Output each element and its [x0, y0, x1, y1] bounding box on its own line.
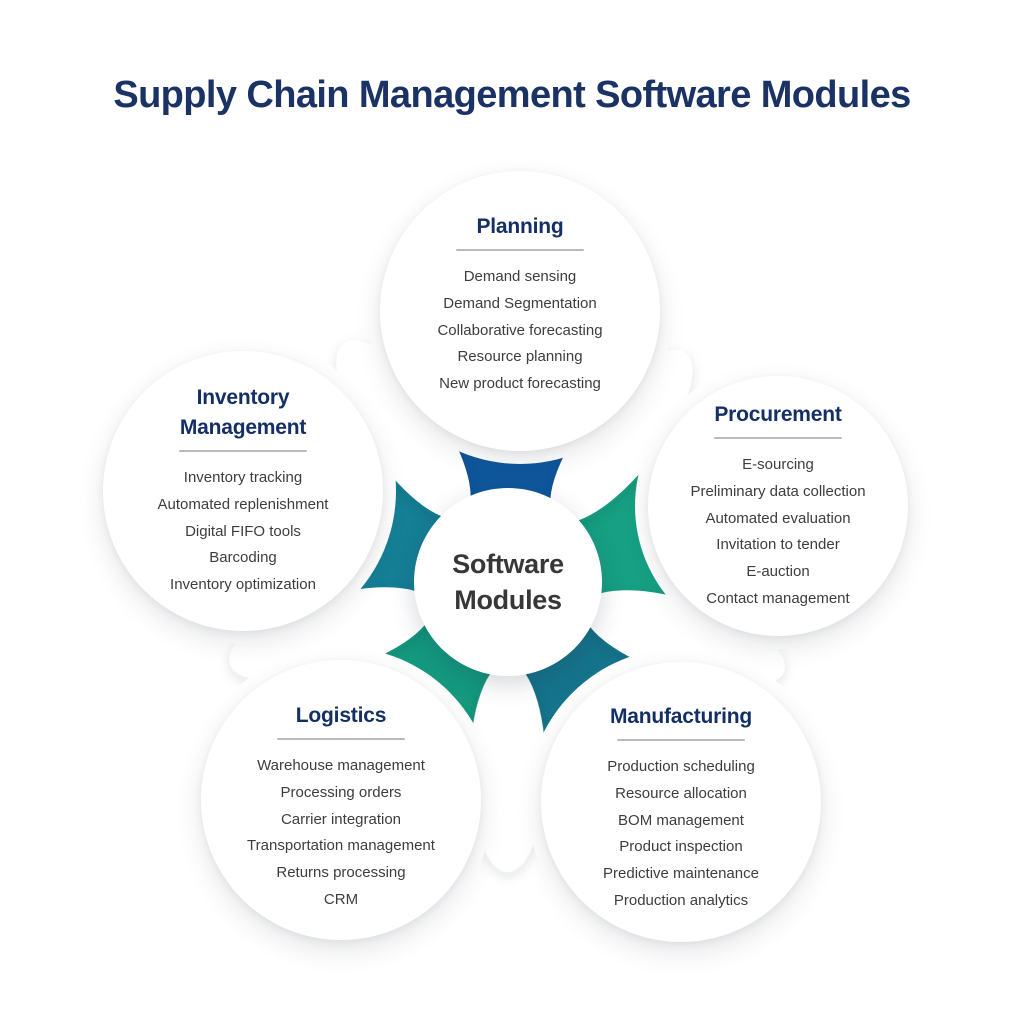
module-item: Predictive maintenance [603, 865, 759, 883]
module-item: Transportation management [247, 837, 435, 855]
module-circle-logistics: Logistics Warehouse management Processin… [201, 660, 481, 940]
module-item: Inventory tracking [183, 469, 303, 486]
module-item: Contact management [706, 589, 850, 607]
module-item: E-auction [746, 563, 810, 581]
title-underline [714, 437, 842, 439]
title-underline [456, 249, 584, 251]
module-item: Production analytics [613, 891, 749, 909]
title-underline [179, 450, 307, 452]
module-item: Digital FIFO tools [185, 522, 301, 540]
module-item: Barcoding [209, 549, 277, 567]
module-item: Preliminary data collection [690, 482, 866, 500]
title-underline [617, 739, 745, 741]
module-item: Resource allocation [615, 784, 747, 802]
module-item: Carrier integration [280, 810, 402, 828]
module-circle-manufacturing: Manufacturing Production scheduling Reso… [541, 662, 821, 942]
module-item: Resource planning [457, 348, 583, 366]
module-item: Returns processing [276, 864, 406, 882]
center-label: Software Modules [452, 549, 564, 615]
module-title-procurement: Procurement [714, 403, 842, 426]
spoke-inventory-planning [336, 340, 471, 519]
module-item: Demand sensing [463, 268, 577, 285]
module-item: Processing orders [280, 783, 402, 801]
module-circle-inventory-management: Inventory Management Inventory tracking … [103, 351, 383, 631]
module-item: Product inspection [619, 838, 743, 856]
module-title-planning: Planning [476, 215, 564, 238]
title-underline [277, 738, 405, 740]
module-item: E-sourcing [742, 456, 814, 473]
spoke-logistics-inventory [229, 587, 432, 682]
module-item: Automated replenishment [157, 495, 329, 513]
module-item: BOM management [618, 811, 744, 829]
module-item: Inventory optimization [170, 576, 316, 594]
page-title: Supply Chain Management Software Modules [113, 74, 911, 116]
center-circle: Software Modules [414, 488, 602, 676]
module-item: Invitation to tender [716, 536, 840, 554]
module-item: Production scheduling [607, 758, 755, 775]
module-item: Collaborative forecasting [437, 321, 603, 339]
module-item: Warehouse management [257, 757, 425, 774]
connector-spokes [229, 340, 785, 872]
module-circle-procurement: Procurement E-sourcing Preliminary data … [648, 376, 908, 636]
module-item: CRM [323, 890, 359, 908]
module-title-manufacturing: Manufacturing [609, 705, 753, 728]
module-item: New product forecasting [439, 375, 601, 393]
module-title-inventory-management: Inventory Management [179, 386, 307, 439]
module-title-logistics: Logistics [295, 704, 387, 727]
module-item: Automated evaluation [705, 509, 851, 527]
spoke-planning-procurement [550, 349, 693, 523]
module-item: Demand Segmentation [443, 294, 597, 312]
module-circle-planning: Planning Demand sensing Demand Segmentat… [380, 171, 660, 451]
